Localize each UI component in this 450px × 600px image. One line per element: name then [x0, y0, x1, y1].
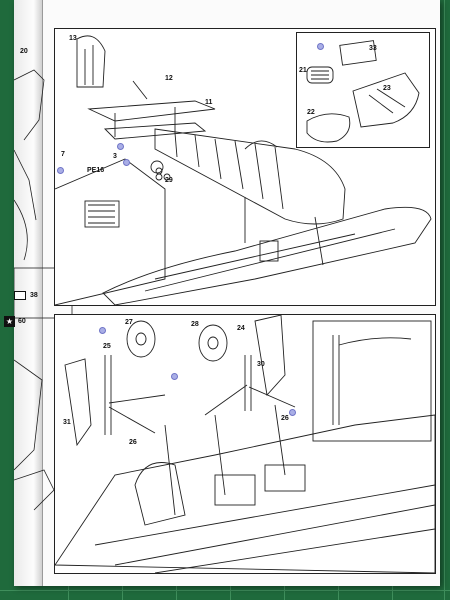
part-label-27: 27 — [125, 319, 133, 326]
part-label-25: 25 — [103, 343, 111, 350]
star-icon: ★ — [4, 316, 15, 327]
part-label-11: 11 — [205, 99, 213, 106]
option-marker-icon — [57, 167, 64, 174]
part-label-3: 3 — [113, 153, 117, 160]
part-label-60: 60 — [18, 318, 26, 325]
option-marker-icon — [99, 327, 106, 334]
inset-detail-panel: 33 21 23 22 — [296, 32, 430, 148]
fuselage-wing-illustration — [55, 35, 432, 305]
part-label-33: 33 — [369, 45, 377, 52]
part-label-22: 22 — [307, 109, 315, 116]
part-label-24: 24 — [237, 325, 245, 332]
part-label-30: 30 — [257, 361, 265, 368]
part-label-20: 20 — [20, 48, 28, 55]
part-label-7: 7 — [61, 151, 65, 158]
assembly-step-landing-gear-panel: 27 28 24 25 30 31 26 26 — [54, 314, 436, 574]
part-label-28: 28 — [191, 321, 199, 328]
option-marker-icon — [123, 159, 130, 166]
part-label-12: 12 — [165, 75, 173, 82]
landing-gear-illustration — [55, 315, 435, 573]
part-label-38: 38 — [30, 292, 38, 299]
radiator-intake-illustration — [306, 40, 420, 143]
option-marker-icon — [171, 373, 178, 380]
part-label-PE16: PE16 — [87, 167, 105, 174]
option-marker-icon — [317, 43, 324, 50]
part-label-29: 29 — [165, 177, 173, 184]
option-marker-icon — [117, 143, 124, 150]
part-label-26: 26 — [129, 439, 137, 446]
marking-box — [14, 291, 26, 300]
part-label-31: 31 — [63, 419, 71, 426]
part-label-23: 23 — [383, 85, 391, 92]
part-label-21: 21 — [299, 67, 307, 74]
option-marker-icon — [289, 409, 296, 416]
part-label-13: 13 — [69, 35, 77, 42]
part-label-26-right: 26 — [281, 415, 289, 422]
